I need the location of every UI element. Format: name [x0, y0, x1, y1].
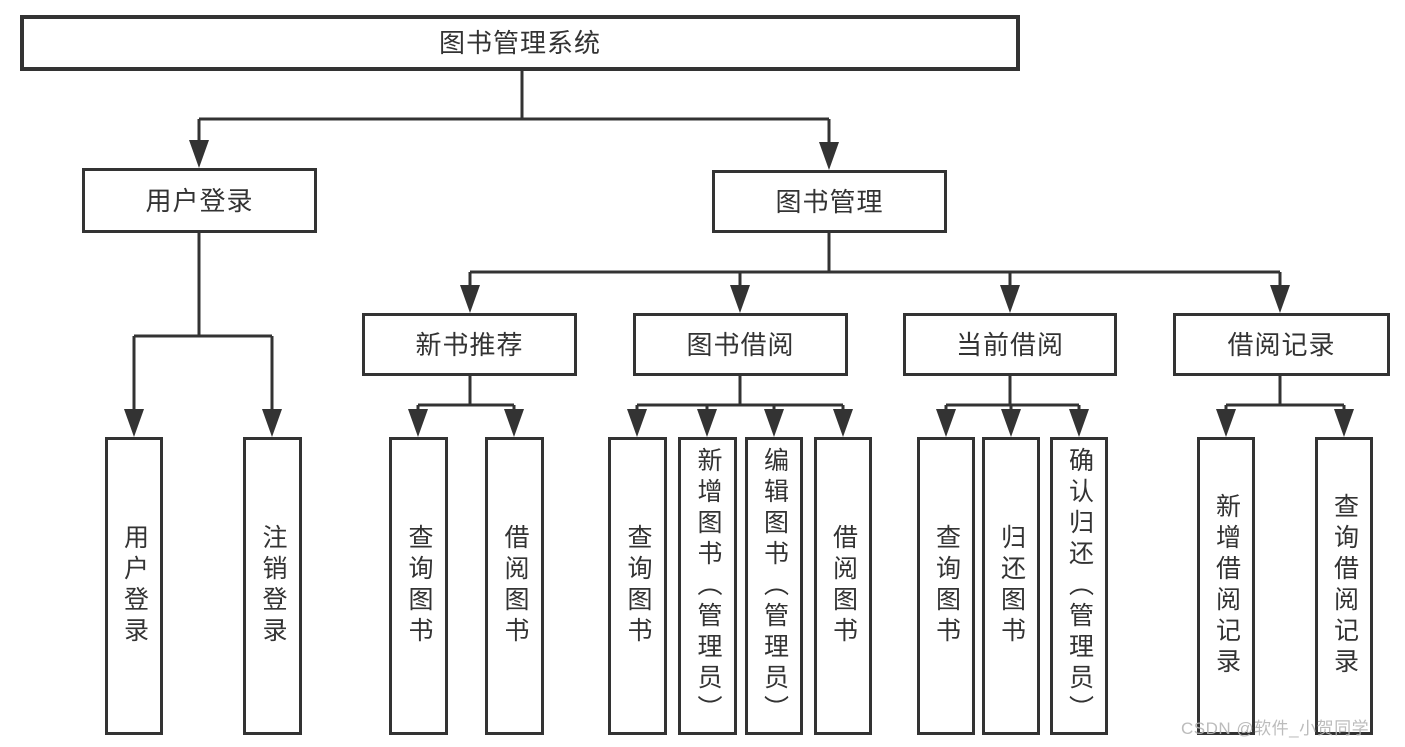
leaf-recommend-query-book: 查询图书 [389, 437, 448, 735]
leaf-borrowing-add-book-admin: 新增图书（管理员） [678, 437, 737, 735]
node-root-library-management-system: 图书管理系统 [20, 15, 1020, 71]
arrow-to-current-borrowing [1000, 285, 1020, 313]
node-user-login: 用户登录 [82, 168, 317, 233]
arrow-to-cb-confirm-return [1069, 409, 1089, 437]
arrow-to-bb-borrow-book [833, 409, 853, 437]
leaf-borrowing-query-book: 查询图书 [608, 437, 667, 735]
arrow-to-rec-query-book [408, 409, 428, 437]
node-new-book-recommend: 新书推荐 [362, 313, 577, 376]
node-book-borrowing: 图书借阅 [633, 313, 848, 376]
leaf-borrowing-borrow-book: 借阅图书 [814, 437, 872, 735]
leaf-records-query-borrow-record: 查询借阅记录 [1315, 437, 1373, 735]
node-book-management: 图书管理 [712, 170, 947, 233]
arrowheads [124, 140, 1354, 437]
arrow-to-cb-return-book [1001, 409, 1021, 437]
arrow-to-bb-query-book [627, 409, 647, 437]
arrow-to-cb-query-book [936, 409, 956, 437]
arrow-to-br-add-record [1216, 409, 1236, 437]
leaf-current-query-book: 查询图书 [917, 437, 975, 735]
csdn-watermark: CSDN @软件_小贺同学 [1181, 719, 1370, 738]
arrow-to-leaf-user-login [124, 409, 144, 437]
leaf-current-return-book: 归还图书 [982, 437, 1040, 735]
arrow-to-bb-edit-book [764, 409, 784, 437]
arrow-to-br-query-record [1334, 409, 1354, 437]
leaf-records-add-borrow-record: 新增借阅记录 [1197, 437, 1255, 735]
arrow-to-user-login [189, 140, 209, 168]
arrow-to-leaf-logout [262, 409, 282, 437]
leaf-borrowing-edit-book-admin: 编辑图书（管理员） [745, 437, 803, 735]
arrow-to-book-borrowing [730, 285, 750, 313]
tree-branch-lines [132, 70, 1346, 415]
leaf-user-login: 用户登录 [105, 437, 163, 735]
arrow-to-rec-borrow-book [504, 409, 524, 437]
leaf-recommend-borrow-book: 借阅图书 [485, 437, 544, 735]
arrow-to-bb-add-book [697, 409, 717, 437]
leaf-current-confirm-return-admin: 确认归还（管理员） [1050, 437, 1108, 735]
arrow-to-new-book-recommend [460, 285, 480, 313]
arrow-to-book-management [819, 142, 839, 170]
leaf-logout: 注销登录 [243, 437, 302, 735]
node-current-borrowing: 当前借阅 [903, 313, 1117, 376]
arrow-to-borrowing-records [1270, 285, 1290, 313]
node-borrowing-records: 借阅记录 [1173, 313, 1390, 376]
